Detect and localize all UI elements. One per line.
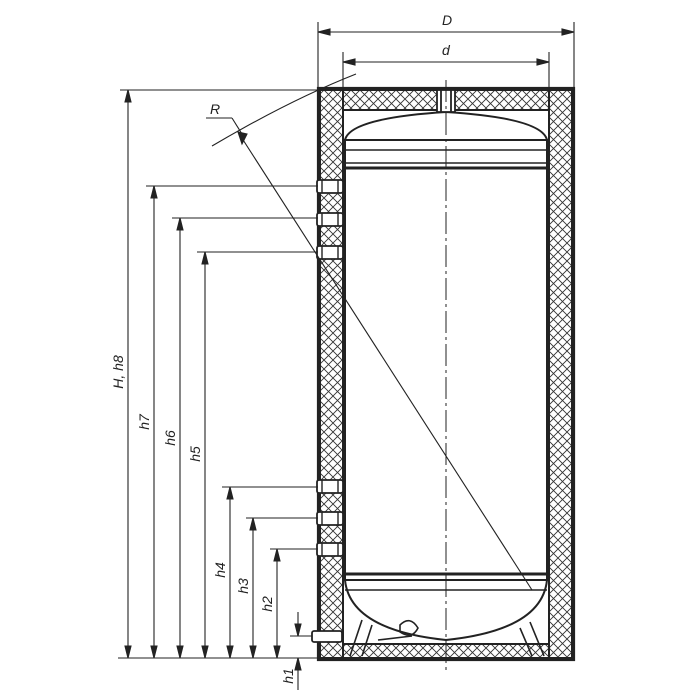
height-h6-label: h6	[162, 430, 178, 446]
height-dimension-lines	[118, 89, 318, 690]
height-h4-label: h4	[212, 562, 228, 578]
diameter-dimensions	[317, 22, 575, 110]
support-legs	[349, 619, 545, 657]
height-h2-label: h2	[259, 596, 275, 612]
inner-diameter-label: d	[442, 42, 451, 58]
height-h5-label: h5	[187, 446, 203, 462]
height-H-h8-label: H, h8	[110, 355, 126, 389]
radius-dimension	[206, 73, 533, 591]
outer-diameter-label: D	[442, 12, 452, 28]
side-nozzles	[311, 179, 344, 643]
height-h3-label: h3	[235, 578, 251, 594]
height-h1-label: h1	[280, 668, 296, 684]
nozzle-flanges	[321, 180, 339, 556]
radius-label: R	[210, 101, 220, 117]
height-h7-label: h7	[136, 413, 152, 430]
